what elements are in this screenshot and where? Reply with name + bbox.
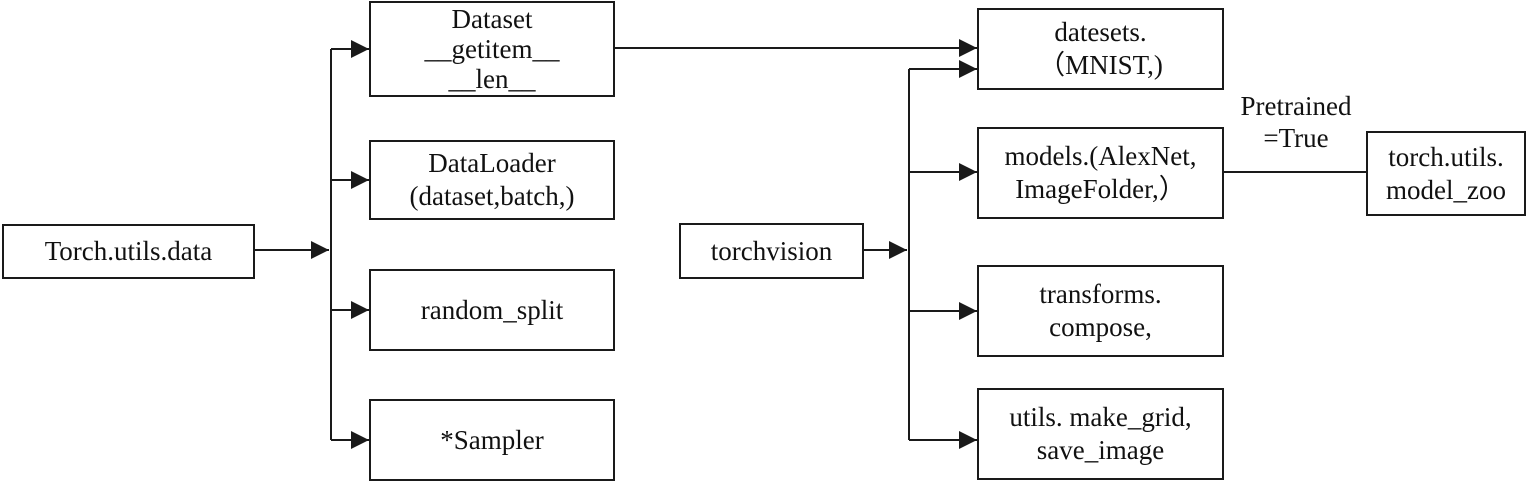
dataset-label: Dataset <box>451 3 533 34</box>
sampler-node: *Sampler <box>369 399 615 481</box>
datasets-node: datesets. （MNIST,) <box>977 8 1224 90</box>
model-zoo-label: model_zoo <box>1386 174 1506 205</box>
models-label: models.(AlexNet, <box>1004 141 1197 172</box>
models-args-label: ImageFolder,） <box>1015 174 1186 204</box>
save-image-label: save_image <box>1036 435 1165 465</box>
random-split-label: random_split <box>420 294 564 325</box>
len-label: __len__ <box>448 64 536 95</box>
dataloader-args-label: (dataset,batch,) <box>409 181 575 211</box>
models-node: models.(AlexNet, ImageFolder,） <box>977 127 1224 219</box>
pretrained-edge-label: Pretrained =True <box>1222 90 1370 155</box>
utils-label: utils. make_grid, <box>1009 402 1192 433</box>
datasets-label: datesets. <box>1054 17 1147 48</box>
compose-label: compose, <box>1049 312 1152 342</box>
transforms-label: transforms. <box>1039 279 1162 310</box>
torchvision-label: torchvision <box>710 235 833 266</box>
datasets-args-label: （MNIST,) <box>1038 50 1163 80</box>
torchvision-node: torchvision <box>679 223 864 279</box>
dataset-node: Dataset __getitem__ __len__ <box>369 1 615 97</box>
pretrained-value-label: =True <box>1263 123 1329 154</box>
utils-node: utils. make_grid, save_image <box>977 388 1224 480</box>
dataloader-node: DataLoader (dataset,batch,) <box>369 140 615 220</box>
dataloader-label: DataLoader <box>428 148 556 179</box>
random-split-node: random_split <box>369 269 615 351</box>
getitem-label: __getitem__ <box>424 33 560 64</box>
torch-utils-data-label: Torch.utils.data <box>44 236 213 267</box>
torch-utils-data-node: Torch.utils.data <box>2 224 255 279</box>
sampler-label: *Sampler <box>440 424 544 455</box>
torch-utils-label: torch.utils. <box>1388 141 1504 172</box>
pretrained-label: Pretrained <box>1240 91 1352 121</box>
transforms-node: transforms. compose, <box>977 265 1224 357</box>
model-zoo-node: torch.utils. model_zoo <box>1366 131 1526 216</box>
